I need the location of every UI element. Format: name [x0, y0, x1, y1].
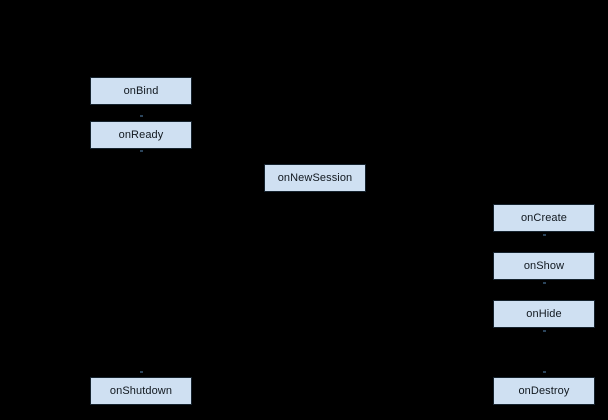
node-onbind[interactable]: onBind [90, 77, 192, 105]
node-onnewsession[interactable]: onNewSession [264, 164, 366, 192]
node-label-onbind: onBind [123, 84, 159, 97]
node-label-onhide: onHide [526, 307, 562, 320]
connector-tick-above-onshutdown [140, 371, 143, 373]
node-oncreate[interactable]: onCreate [493, 204, 595, 232]
connector-tick-below-onhide [543, 330, 546, 332]
node-onready[interactable]: onReady [90, 121, 192, 149]
node-label-onnewsession: onNewSession [277, 171, 353, 184]
connector-tick-above-ondestroy [543, 371, 546, 373]
node-onshow[interactable]: onShow [493, 252, 595, 280]
connector-tick-below-onready [140, 150, 143, 152]
node-onshutdown[interactable]: onShutdown [90, 377, 192, 405]
node-onhide[interactable]: onHide [493, 300, 595, 328]
connector-tick-below-oncreate [543, 234, 546, 236]
node-label-onshutdown: onShutdown [109, 384, 173, 397]
node-label-oncreate: onCreate [520, 211, 568, 224]
node-label-ondestroy: onDestroy [518, 384, 570, 397]
node-label-onready: onReady [118, 128, 164, 141]
node-label-onshow: onShow [523, 259, 565, 272]
node-ondestroy[interactable]: onDestroy [493, 377, 595, 405]
connector-tick-below-onshow [543, 282, 546, 284]
connector-tick-above-onready [140, 115, 143, 117]
